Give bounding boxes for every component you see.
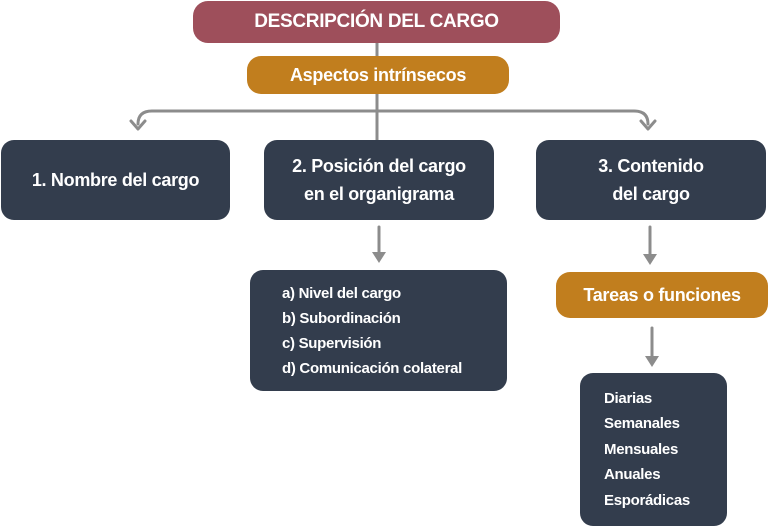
tasks-text: Tareas o funciones xyxy=(583,284,741,305)
branch-1-line-1: 1. Nombre del cargo xyxy=(31,169,200,190)
position-level-item: d) Comunicación colateral xyxy=(282,359,463,377)
arrowhead-tasks xyxy=(643,254,657,265)
position-level-item: c) Supervisión xyxy=(282,334,382,352)
branch-2-line-1: 2. Posición del cargo xyxy=(292,156,466,176)
title-text: DESCRIPCIÓN DEL CARGO xyxy=(254,11,499,32)
branch-box-job-name: 1. Nombre del cargo xyxy=(1,140,230,220)
task-frequency-item: Mensuales xyxy=(604,440,678,458)
aspects-text: Aspectos intrínsecos xyxy=(289,64,467,85)
arrowhead-left xyxy=(129,119,147,131)
arrowhead-levels xyxy=(372,252,386,263)
branch-box-org-position: 2. Posición del cargo en el organigrama xyxy=(264,140,494,220)
aspects-box: Aspectos intrínsecos xyxy=(247,56,509,94)
branch-3-line-1: 3. Contenido xyxy=(598,156,704,176)
branch-2-line-2: en el organigrama xyxy=(304,184,454,204)
branch-box-job-content: 3. Contenido del cargo xyxy=(536,140,766,220)
task-frequency-item: Esporádicas xyxy=(604,491,690,509)
branch-line xyxy=(136,109,650,126)
tasks-box: Tareas o funciones xyxy=(556,272,768,318)
position-levels-box: a) Nivel del cargo b) Subordinación c) S… xyxy=(250,270,507,391)
title-box: DESCRIPCIÓN DEL CARGO xyxy=(193,1,560,43)
branch-3-line-2: del cargo xyxy=(612,184,690,204)
task-frequency-item: Semanales xyxy=(604,415,680,433)
arrowhead-frequencies xyxy=(645,356,659,367)
arrowhead-right xyxy=(639,119,657,131)
position-level-item: b) Subordinación xyxy=(282,309,401,327)
task-frequencies-box: Diarias Semanales Mensuales Anuales Espo… xyxy=(580,373,727,526)
task-frequency-item: Anuales xyxy=(604,466,661,484)
position-level-item: a) Nivel del cargo xyxy=(282,284,401,302)
task-frequency-item: Diarias xyxy=(604,389,652,407)
